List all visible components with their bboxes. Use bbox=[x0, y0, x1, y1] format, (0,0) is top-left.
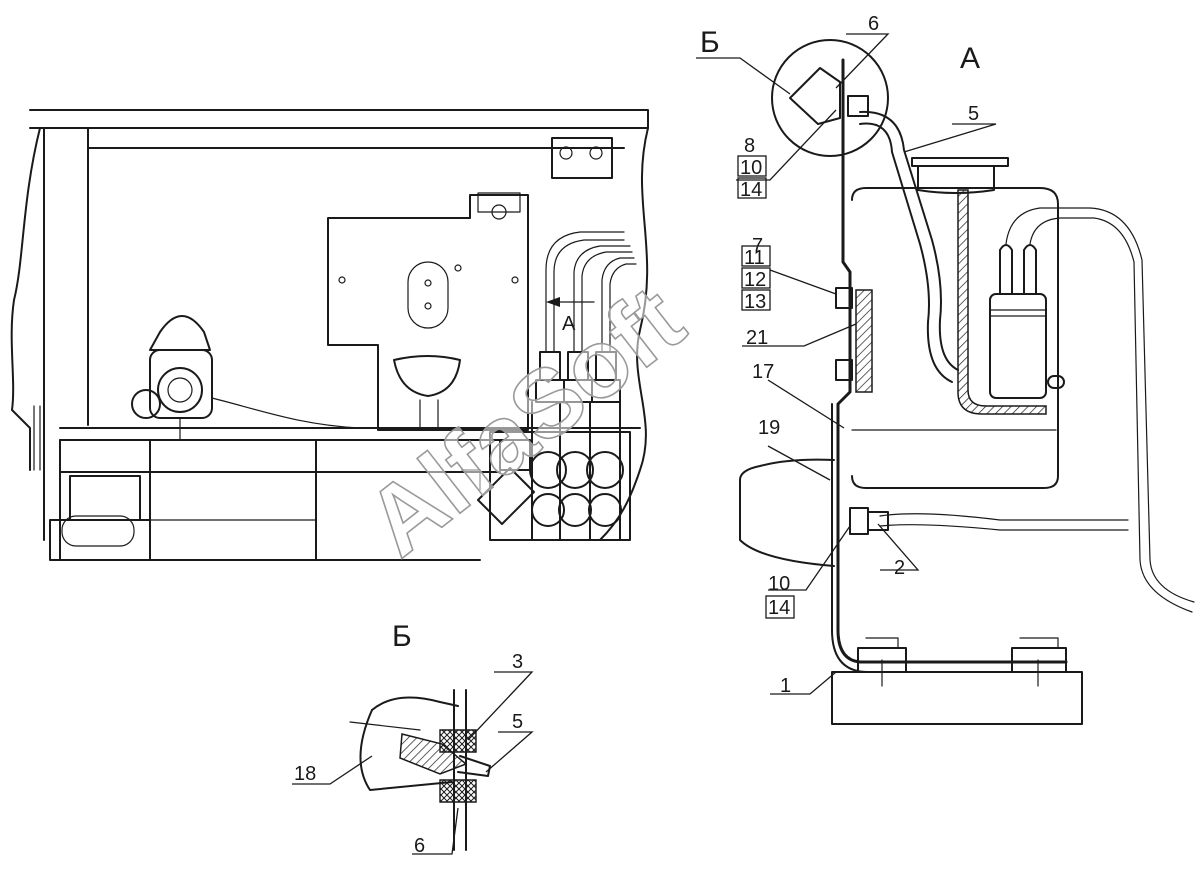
callout-b-5: 5 bbox=[512, 711, 523, 733]
arrow-a-label: А bbox=[562, 313, 576, 335]
view-b-marker: Б bbox=[700, 26, 720, 59]
callouts-a: 6 8 10 14 5 7 11 12 13 21 17 19 2 10 14 … bbox=[737, 13, 979, 697]
main-view: А bbox=[10, 109, 649, 561]
callout-14-top: 14 bbox=[740, 179, 762, 201]
callout-1: 1 bbox=[780, 675, 791, 697]
leader-lines bbox=[292, 33, 997, 855]
view-b-label: Б bbox=[392, 620, 412, 653]
callout-10-top: 10 bbox=[740, 157, 762, 179]
view-a bbox=[739, 39, 1195, 725]
callout-21: 21 bbox=[746, 327, 768, 349]
callout-17: 17 bbox=[752, 361, 774, 383]
callout-8: 8 bbox=[744, 135, 755, 157]
callout-19: 19 bbox=[758, 417, 780, 439]
view-b bbox=[349, 689, 491, 851]
callout-12: 12 bbox=[744, 269, 766, 291]
screw-icon bbox=[589, 146, 603, 160]
callout-b-6: 6 bbox=[414, 835, 425, 857]
callout-13: 13 bbox=[744, 291, 766, 313]
callouts-b: 3 5 18 6 bbox=[294, 651, 523, 857]
screw-icon bbox=[559, 146, 573, 160]
callout-5: 5 bbox=[968, 103, 979, 125]
callout-6: 6 bbox=[868, 13, 879, 35]
socket bbox=[131, 315, 361, 441]
callout-11: 11 bbox=[744, 247, 765, 269]
hoses bbox=[535, 231, 637, 403]
callout-10-bottom: 10 bbox=[768, 573, 790, 595]
callout-b-18: 18 bbox=[294, 763, 316, 785]
detail-circle bbox=[771, 39, 889, 157]
valve-block bbox=[461, 401, 631, 541]
callout-14-bottom: 14 bbox=[768, 597, 790, 619]
pump bbox=[989, 244, 1065, 399]
view-a-label: А bbox=[960, 42, 980, 75]
callout-2: 2 bbox=[894, 557, 905, 579]
watermark: AlfaSoft bbox=[347, 266, 703, 577]
callout-b-3: 3 bbox=[512, 651, 523, 673]
